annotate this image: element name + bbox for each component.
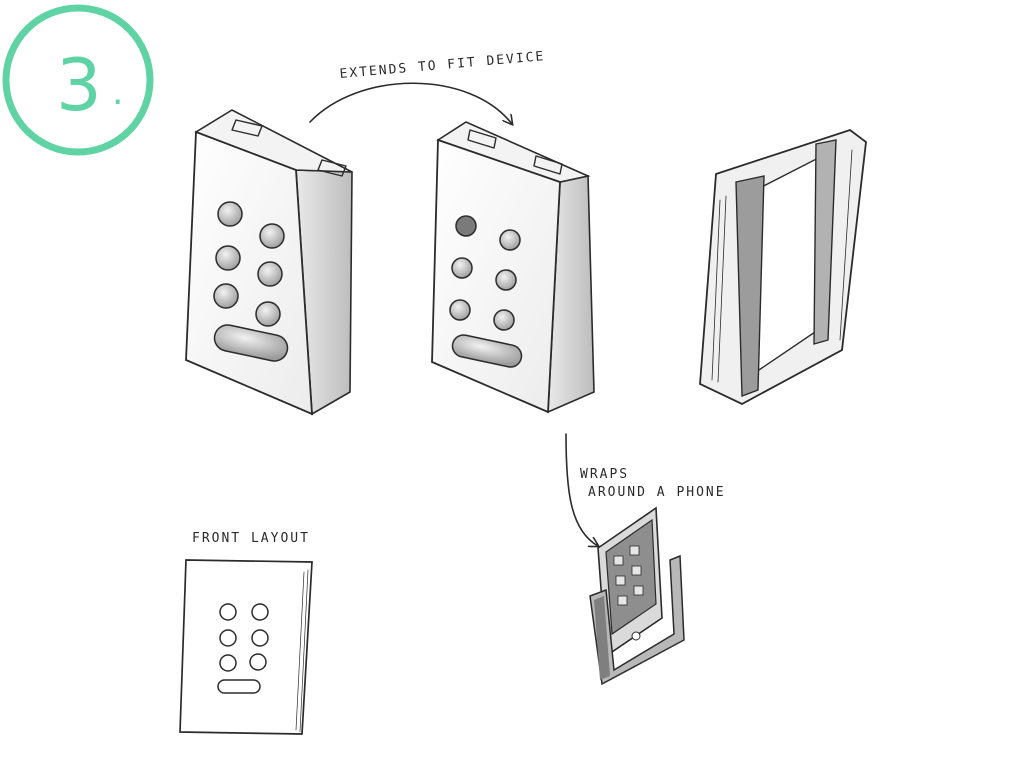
app-icon: [631, 565, 642, 576]
rail-right: [813, 139, 837, 345]
button-dot: [217, 201, 243, 227]
app-icon: [617, 595, 628, 606]
app-icon: [615, 575, 626, 586]
case-middle-slot-b: [533, 155, 563, 175]
case-left-slot-a: [231, 119, 263, 137]
annotation-front-layout: FRONT LAYOUT: [192, 531, 310, 546]
button-dot: [213, 283, 239, 309]
sleeve-shadow: [594, 596, 610, 680]
button-dot: [451, 257, 473, 279]
step-badge: 3 .: [2, 4, 154, 156]
button-dot: [499, 229, 521, 251]
button-dot: [251, 603, 269, 621]
annotation-wraps-1: WRAPS: [580, 467, 629, 482]
button-dot: [219, 603, 237, 621]
rail-shading: [711, 149, 853, 383]
button-bar: [217, 679, 261, 694]
phone-in-case: [589, 506, 685, 686]
annotation-extends: EXTENDS TO FIT DEVICE: [339, 49, 546, 82]
phone-screen: [605, 518, 657, 636]
case-left: [185, 109, 353, 416]
button-bar: [213, 324, 289, 362]
case-middle-slot-a: [467, 129, 497, 149]
app-icon: [629, 545, 640, 556]
button-bar: [451, 334, 523, 368]
case-left-slot-b: [317, 159, 347, 177]
home-button: [631, 631, 641, 641]
case-sleeve: [589, 554, 685, 686]
front-layout-shade: [295, 569, 309, 733]
button-dot: [493, 309, 515, 331]
front-layout-outline: [179, 559, 313, 735]
button-dot: [219, 629, 237, 647]
button-dot: [257, 261, 283, 287]
rail-left: [735, 175, 765, 397]
case-right-open: [699, 128, 867, 406]
wrap-arrow: [565, 433, 598, 546]
button-dot: [251, 629, 269, 647]
button-dot: [219, 654, 237, 672]
button-dot: [215, 245, 241, 271]
button-dot: [495, 269, 517, 291]
extends-arrow: [309, 82, 512, 124]
button-dot: [249, 653, 267, 671]
button-dot: [455, 215, 477, 237]
front-layout: [179, 559, 313, 735]
case-left-face: [185, 130, 313, 416]
button-dot: [449, 299, 471, 321]
case-middle-face: [431, 138, 561, 414]
step-circle: [2, 4, 154, 156]
case-middle: [431, 121, 595, 414]
button-dot: [255, 301, 281, 327]
step-number: 3: [56, 43, 102, 127]
step-dot: .: [112, 72, 123, 113]
app-icon: [613, 555, 624, 566]
app-icon: [633, 585, 644, 596]
button-dot: [259, 223, 285, 249]
annotation-wraps-2: AROUND A PHONE: [588, 485, 726, 500]
